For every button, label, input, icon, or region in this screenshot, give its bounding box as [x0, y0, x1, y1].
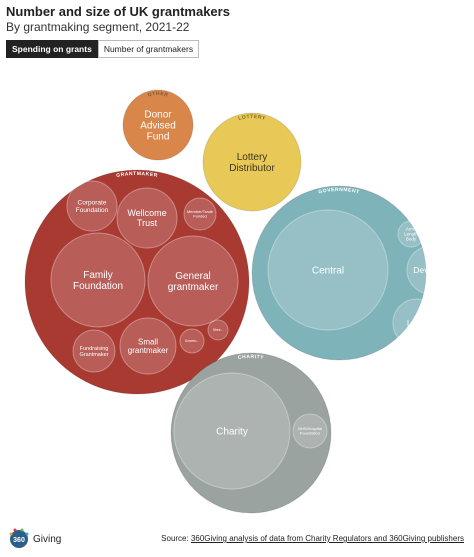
source-note: Source: 360Giving analysis of data from …	[161, 534, 464, 543]
group-circle-government[interactable]	[251, 185, 427, 361]
group-label-lottery: LOTTERY	[238, 114, 267, 122]
page-title: Number and size of UK grantmakers	[6, 4, 230, 19]
bubble-government-0[interactable]: Central	[267, 209, 389, 331]
group-label-other: OTHER	[147, 91, 169, 99]
group-circle-lottery[interactable]	[202, 112, 302, 212]
logo-mark-text: 360	[13, 537, 25, 544]
bubble-government-2[interactable]: Local	[392, 298, 442, 348]
bubble-circle[interactable]	[406, 245, 456, 295]
bubble-circle[interactable]	[179, 328, 205, 354]
group-label-government: GOVERNMENT	[318, 187, 360, 195]
bubble-label: Charity	[216, 427, 248, 438]
toggle-number-of-grantmakers[interactable]: Number of grantmakers	[97, 40, 200, 58]
bubble-circle[interactable]	[392, 298, 442, 348]
group-circle-other[interactable]	[122, 89, 194, 161]
group-circle-grantmaker[interactable]	[24, 169, 250, 395]
source-link[interactable]: 360Giving analysis of data from Charity …	[190, 534, 464, 543]
bubble-charity-0[interactable]: Charity	[173, 372, 291, 490]
bubble-circle[interactable]	[207, 319, 229, 341]
measure-toggle-group: Spending on grants Number of grantmakers	[6, 40, 200, 58]
toggle-spending-on-grants[interactable]: Spending on grants	[6, 40, 98, 58]
bubble-circle[interactable]	[267, 209, 389, 331]
bubble-circle[interactable]	[72, 329, 116, 373]
bubble-circle[interactable]	[292, 413, 328, 449]
group-label-charity: CHARITY	[238, 354, 265, 361]
bubble-circle[interactable]	[147, 235, 239, 327]
bubble-circle[interactable]	[50, 232, 146, 328]
bubble-circle[interactable]	[116, 187, 178, 249]
logo-text: Giving	[33, 533, 62, 545]
bubble-circle[interactable]	[397, 220, 425, 248]
bubble-circle[interactable]	[66, 180, 118, 232]
bubble-circle[interactable]	[183, 197, 217, 231]
360giving-logo-icon: 360	[9, 528, 29, 548]
bubble-label: Central	[312, 266, 344, 277]
bubble-label: Devolved	[413, 265, 449, 275]
group-label-grantmaker: GRANTMAKER	[116, 171, 158, 179]
bubble-label: Govern...	[185, 339, 199, 343]
360giving-logo: 360 Giving	[8, 528, 61, 550]
bubble-label: Stree...	[213, 328, 223, 332]
bubble-government-1[interactable]: Devolved	[406, 245, 456, 295]
bubble-circle[interactable]	[119, 317, 177, 375]
bubble-circle[interactable]	[173, 372, 291, 490]
bubble-label: Local	[407, 318, 427, 328]
group-circle-charity[interactable]	[170, 352, 332, 514]
source-prefix: Source:	[161, 534, 191, 543]
bubble-grantmaker-7[interactable]: Govern...	[179, 328, 205, 354]
bubble-grantmaker-8[interactable]: Stree...	[207, 319, 229, 341]
page-subtitle: By grantmaking segment, 2021-22	[6, 20, 190, 34]
